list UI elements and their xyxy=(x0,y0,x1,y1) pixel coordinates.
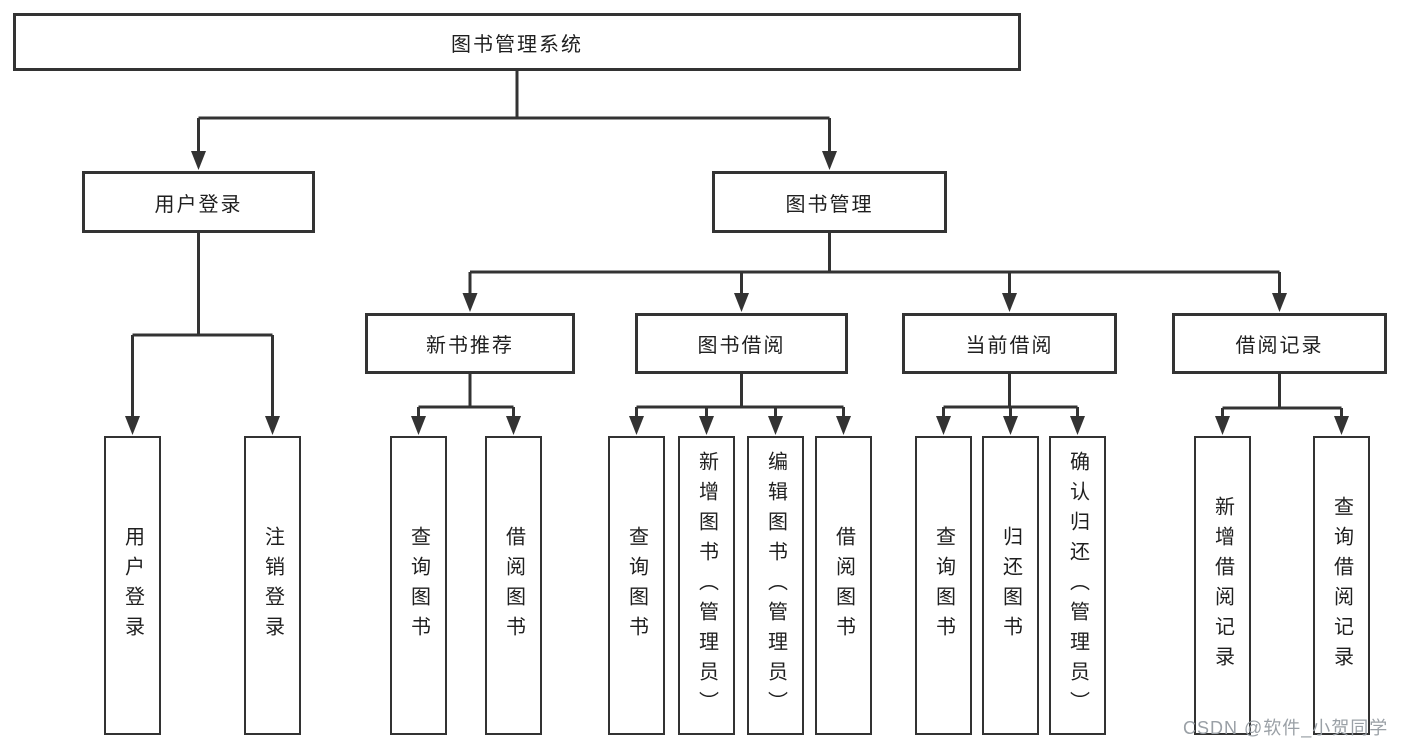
node-borrow-records-label: 借阅记录 xyxy=(1235,335,1324,357)
node-book-borrow-label: 图书借阅 xyxy=(697,335,786,357)
leaf-label: 查询图书 xyxy=(625,525,648,646)
leaf-label: 用户登录 xyxy=(121,525,144,646)
node-root-label: 图书管理系统 xyxy=(451,33,583,56)
node-leaf-add-borrow-record: 新增借阅记录 xyxy=(1194,436,1251,735)
node-leaf-query-books-2: 查询图书 xyxy=(608,436,665,735)
node-leaf-query-books-1: 查询图书 xyxy=(390,436,447,735)
watermark: CSDN @软件_小贺同学 xyxy=(1183,718,1389,738)
leaf-label: 编辑图书（管理员） xyxy=(764,450,787,721)
node-leaf-confirm-return-admin: 确认归还（管理员） xyxy=(1049,436,1106,735)
node-leaf-borrow-books-2: 借阅图书 xyxy=(815,436,872,735)
leaf-label: 借阅图书 xyxy=(832,525,855,646)
node-user-login-label: 用户登录 xyxy=(154,193,243,216)
leaf-label: 查询图书 xyxy=(932,525,955,646)
node-book-mgmt: 图书管理 xyxy=(712,171,947,233)
connector-edges xyxy=(131,70,1343,419)
node-user-login-branch: 用户登录 xyxy=(82,171,315,233)
node-leaf-query-borrow-record: 查询借阅记录 xyxy=(1313,436,1370,735)
node-leaf-logout: 注销登录 xyxy=(244,436,301,735)
leaf-label: 借阅图书 xyxy=(502,525,525,646)
node-new-book-rec-label: 新书推荐 xyxy=(426,335,514,357)
node-borrow-records: 借阅记录 xyxy=(1172,313,1387,374)
node-leaf-query-books-3: 查询图书 xyxy=(915,436,972,735)
leaf-label: 查询借阅记录 xyxy=(1330,495,1353,676)
node-current-borrow: 当前借阅 xyxy=(902,313,1117,374)
node-leaf-user-login: 用户登录 xyxy=(104,436,161,735)
leaf-label: 注销登录 xyxy=(261,525,284,646)
node-new-book-rec: 新书推荐 xyxy=(365,313,575,374)
leaf-label: 归还图书 xyxy=(999,525,1022,646)
node-book-mgmt-label: 图书管理 xyxy=(785,193,874,216)
leaf-label: 新增借阅记录 xyxy=(1211,495,1234,676)
leaf-label: 确认归还（管理员） xyxy=(1066,450,1089,721)
node-book-borrow: 图书借阅 xyxy=(635,313,848,374)
node-leaf-edit-books-admin: 编辑图书（管理员） xyxy=(747,436,804,735)
node-current-borrow-label: 当前借阅 xyxy=(965,335,1054,357)
arrowhead-icons xyxy=(125,151,1349,435)
leaf-label: 查询图书 xyxy=(407,525,430,646)
node-leaf-add-books-admin: 新增图书（管理员） xyxy=(678,436,735,735)
node-leaf-return-books: 归还图书 xyxy=(982,436,1039,735)
leaf-label: 新增图书（管理员） xyxy=(695,450,718,721)
node-leaf-borrow-books-1: 借阅图书 xyxy=(485,436,542,735)
node-root: 图书管理系统 xyxy=(13,13,1021,71)
